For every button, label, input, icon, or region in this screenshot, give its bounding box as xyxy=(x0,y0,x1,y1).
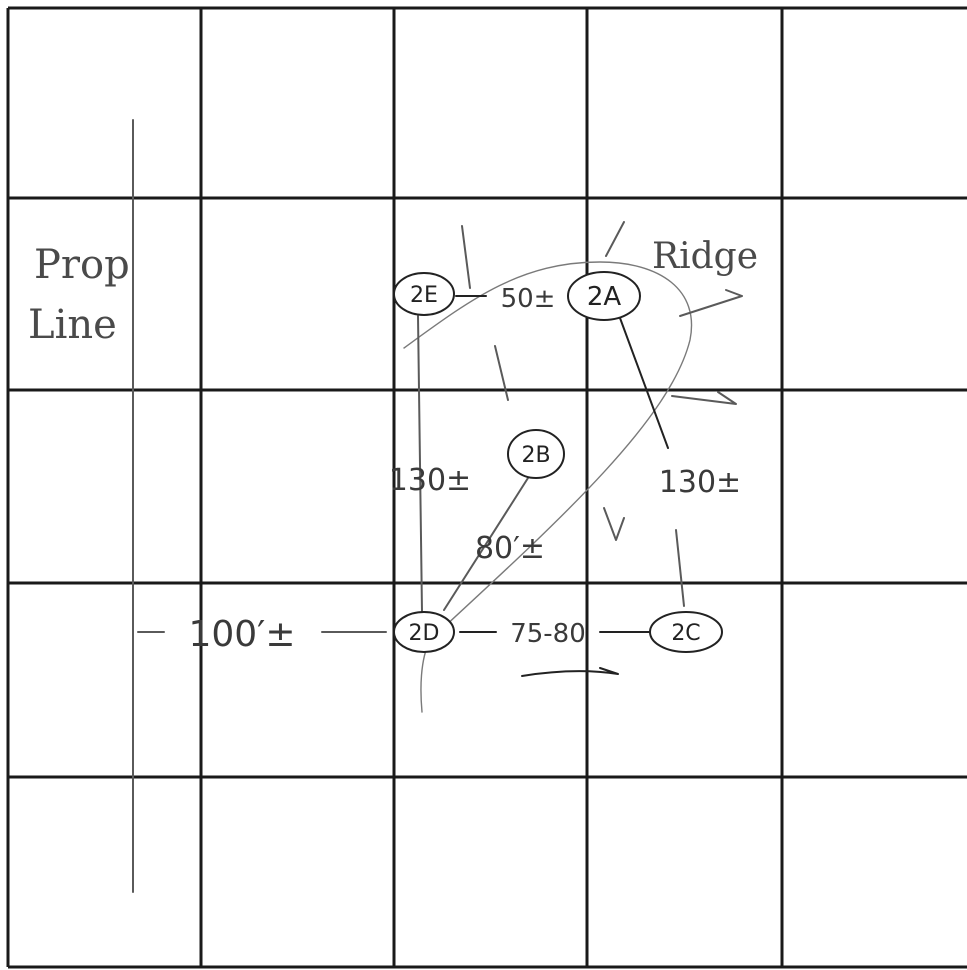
arrow-right-icon xyxy=(521,667,619,677)
node-2a: 2A xyxy=(567,271,641,321)
node-ring xyxy=(507,429,565,479)
node-label: 2B xyxy=(521,443,550,468)
dimension-e-d: 130± xyxy=(389,463,471,498)
arrow-up-icon xyxy=(605,221,625,257)
dimension-d-c: 75-80 xyxy=(510,619,586,649)
dimension-b-d: 80′± xyxy=(475,531,545,566)
grid xyxy=(6,6,967,969)
arrow-up-icon xyxy=(494,345,509,401)
arrow-down-icon xyxy=(603,507,625,541)
connections xyxy=(137,295,685,633)
line-label: Line xyxy=(28,302,117,348)
arrows xyxy=(461,221,743,677)
node-label: 2E xyxy=(410,283,438,308)
dimension-a-c: 130± xyxy=(659,465,741,500)
arrow-right-icon xyxy=(679,289,743,317)
dimension-e-a: 50± xyxy=(501,284,556,314)
ridge-label: Ridge xyxy=(652,236,758,277)
node-label: 2A xyxy=(587,282,622,312)
node-2c: 2C xyxy=(649,611,723,653)
node-2b: 2B xyxy=(507,429,565,479)
arrow-up-icon xyxy=(461,225,471,289)
node-label: 2C xyxy=(671,621,700,646)
dimension-line-d: 100′± xyxy=(188,614,295,655)
node-ring xyxy=(649,611,723,653)
connector-b-d xyxy=(443,477,529,611)
node-2e: 2E xyxy=(393,272,455,316)
arrow-right-icon xyxy=(671,391,737,405)
prop-label: Prop xyxy=(34,242,130,288)
node-label: 2D xyxy=(409,621,440,646)
node-ring xyxy=(567,271,641,321)
connector-a-c xyxy=(619,317,669,449)
connector-a-c-lower xyxy=(675,529,685,607)
node-ring xyxy=(393,611,455,653)
node-ring xyxy=(393,272,455,316)
node-2d: 2D xyxy=(393,611,455,653)
connector-e-d xyxy=(417,315,423,613)
